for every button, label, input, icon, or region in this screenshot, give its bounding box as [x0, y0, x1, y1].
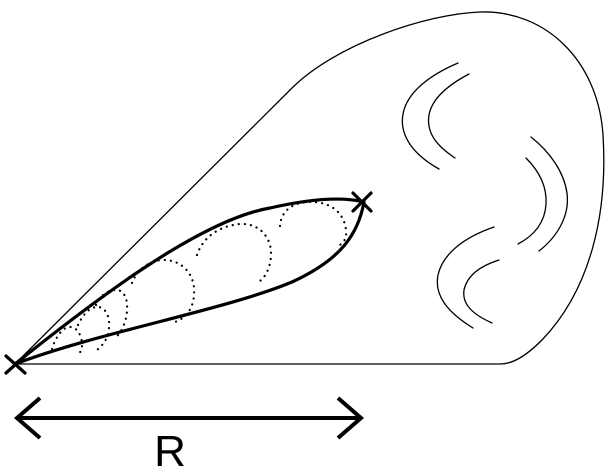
wave-arc-2b [517, 157, 547, 245]
distance-label: R [154, 427, 186, 469]
cross-marker-origin [4, 354, 27, 375]
dotted-loop-6 [278, 200, 348, 248]
distance-arrow [13, 396, 365, 440]
inner-lobe [13, 197, 366, 366]
dotted-loop-4 [130, 258, 196, 324]
dotted-loop-2 [76, 305, 111, 352]
wave-arc-1b [427, 73, 470, 159]
wave-arc-1a [401, 62, 459, 170]
wave-arc-3b [463, 259, 500, 324]
dotted-loop-3 [94, 288, 129, 340]
outer-envelope [14, 11, 605, 365]
dotted-loop-5 [195, 222, 273, 283]
dotted-loop-1 [50, 325, 84, 358]
arrow-head-right [336, 396, 365, 440]
wave-arc-2a [530, 136, 569, 252]
cross-marker-tip [351, 191, 373, 213]
arrow-head-left [13, 396, 42, 440]
wave-arc-3a [436, 226, 495, 329]
